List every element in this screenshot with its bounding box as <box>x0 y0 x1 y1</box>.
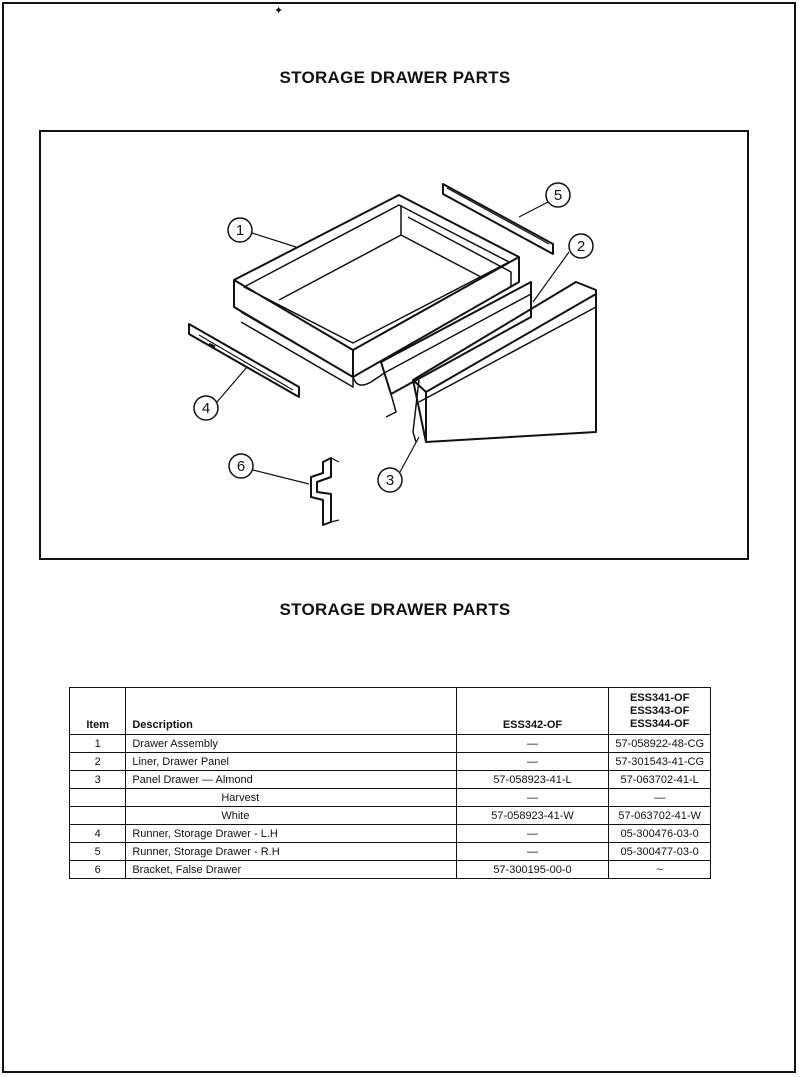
svg-text:2: 2 <box>577 238 585 255</box>
cell-description: Bracket, False Drawer <box>125 860 457 879</box>
cell-model-b: ~ <box>608 860 711 879</box>
cell-item: 6 <box>68 860 127 879</box>
svg-text:1: 1 <box>236 222 244 239</box>
table-title: STORAGE DRAWER PARTS <box>279 600 511 619</box>
callout-3: 3 <box>377 436 420 493</box>
runner-lh-part <box>188 323 300 398</box>
callout-6: 6 <box>228 453 310 485</box>
svg-text:6: 6 <box>237 458 245 475</box>
header-model-b: ESS341-OF ESS343-OF ESS344-OF <box>608 687 711 735</box>
svg-text:4: 4 <box>202 400 210 417</box>
cell-model-a: — <box>455 824 610 843</box>
svg-text:5: 5 <box>554 187 562 204</box>
cell-item <box>68 806 127 825</box>
cell-description: Runner, Storage Drawer - R.H <box>125 842 457 861</box>
exploded-parts-diagram: 1 2 3 4 5 6 <box>39 130 749 560</box>
cell-model-b: 05-300477-03-0 <box>608 842 711 861</box>
table-row: 5 Runner, Storage Drawer - R.H — 05-3004… <box>68 842 711 861</box>
table-row: 2 Liner, Drawer Panel — 57-301543-41-CG <box>68 752 711 771</box>
table-row: White 57-058923-41-W 57-063702-41-W <box>68 806 711 825</box>
table-row: 1 Drawer Assembly — 57-058922-48-CG <box>68 734 711 753</box>
cell-description: White <box>125 806 457 825</box>
table-row: 3 Panel Drawer — Almond 57-058923-41-L 5… <box>68 770 711 789</box>
table-row: Harvest — — <box>68 788 711 807</box>
table-row: 6 Bracket, False Drawer 57-300195-00-0 ~ <box>68 860 711 879</box>
header-description: Description <box>125 687 457 735</box>
cell-model-b: 57-063702-41-W <box>608 806 711 825</box>
cell-description: Drawer Assembly <box>125 734 457 753</box>
liner-drawer-panel-part <box>380 281 532 418</box>
callout-2: 2 <box>532 233 594 303</box>
cell-model-b: 05-300476-03-0 <box>608 824 711 843</box>
cell-item: 4 <box>68 824 127 843</box>
header-model-a: ESS342-OF <box>455 687 610 735</box>
cell-model-b: 57-058922-48-CG <box>608 734 711 753</box>
scan-speck: ✦ <box>274 5 284 17</box>
header-model-b-line: ESS343-OF <box>630 705 690 717</box>
panel-drawer-part <box>412 281 597 443</box>
header-model-b-line: ESS341-OF <box>630 692 690 704</box>
cell-description: Liner, Drawer Panel <box>125 752 457 771</box>
cell-model-a: 57-058923-41-W <box>455 806 610 825</box>
page-title: STORAGE DRAWER PARTS <box>279 68 511 87</box>
cell-model-a: — <box>455 752 610 771</box>
table-header-row: Item Description ESS342-OF ESS341-OF ESS… <box>68 687 711 735</box>
parts-table: Item Description ESS342-OF ESS341-OF ESS… <box>68 687 711 879</box>
cell-model-a: 57-300195-00-0 <box>455 860 610 879</box>
cell-model-a: — <box>455 842 610 861</box>
svg-text:3: 3 <box>386 472 394 489</box>
cell-description: Harvest <box>125 788 457 807</box>
cell-model-b: — <box>608 788 711 807</box>
cell-item: 1 <box>68 734 127 753</box>
header-item: Item <box>68 687 127 735</box>
cell-item <box>68 788 127 807</box>
drawer-assembly-part <box>233 194 520 388</box>
cell-item: 2 <box>68 752 127 771</box>
cell-description: Panel Drawer — Almond <box>125 770 457 789</box>
cell-model-b: 57-063702-41-L <box>608 770 711 789</box>
callout-5: 5 <box>518 182 571 218</box>
runner-rh-part <box>442 183 554 255</box>
cell-item: 5 <box>68 842 127 861</box>
callout-1: 1 <box>227 217 297 248</box>
header-model-b-line: ESS344-OF <box>630 718 690 730</box>
cell-model-b: 57-301543-41-CG <box>608 752 711 771</box>
cell-model-a: — <box>455 788 610 807</box>
cell-model-a: 57-058923-41-L <box>455 770 610 789</box>
table-row: 4 Runner, Storage Drawer - L.H — 05-3004… <box>68 824 711 843</box>
cell-item: 3 <box>68 770 127 789</box>
cell-description: Runner, Storage Drawer - L.H <box>125 824 457 843</box>
callout-4: 4 <box>193 366 248 421</box>
bracket-false-drawer-part <box>310 457 340 526</box>
cell-model-a: — <box>455 734 610 753</box>
